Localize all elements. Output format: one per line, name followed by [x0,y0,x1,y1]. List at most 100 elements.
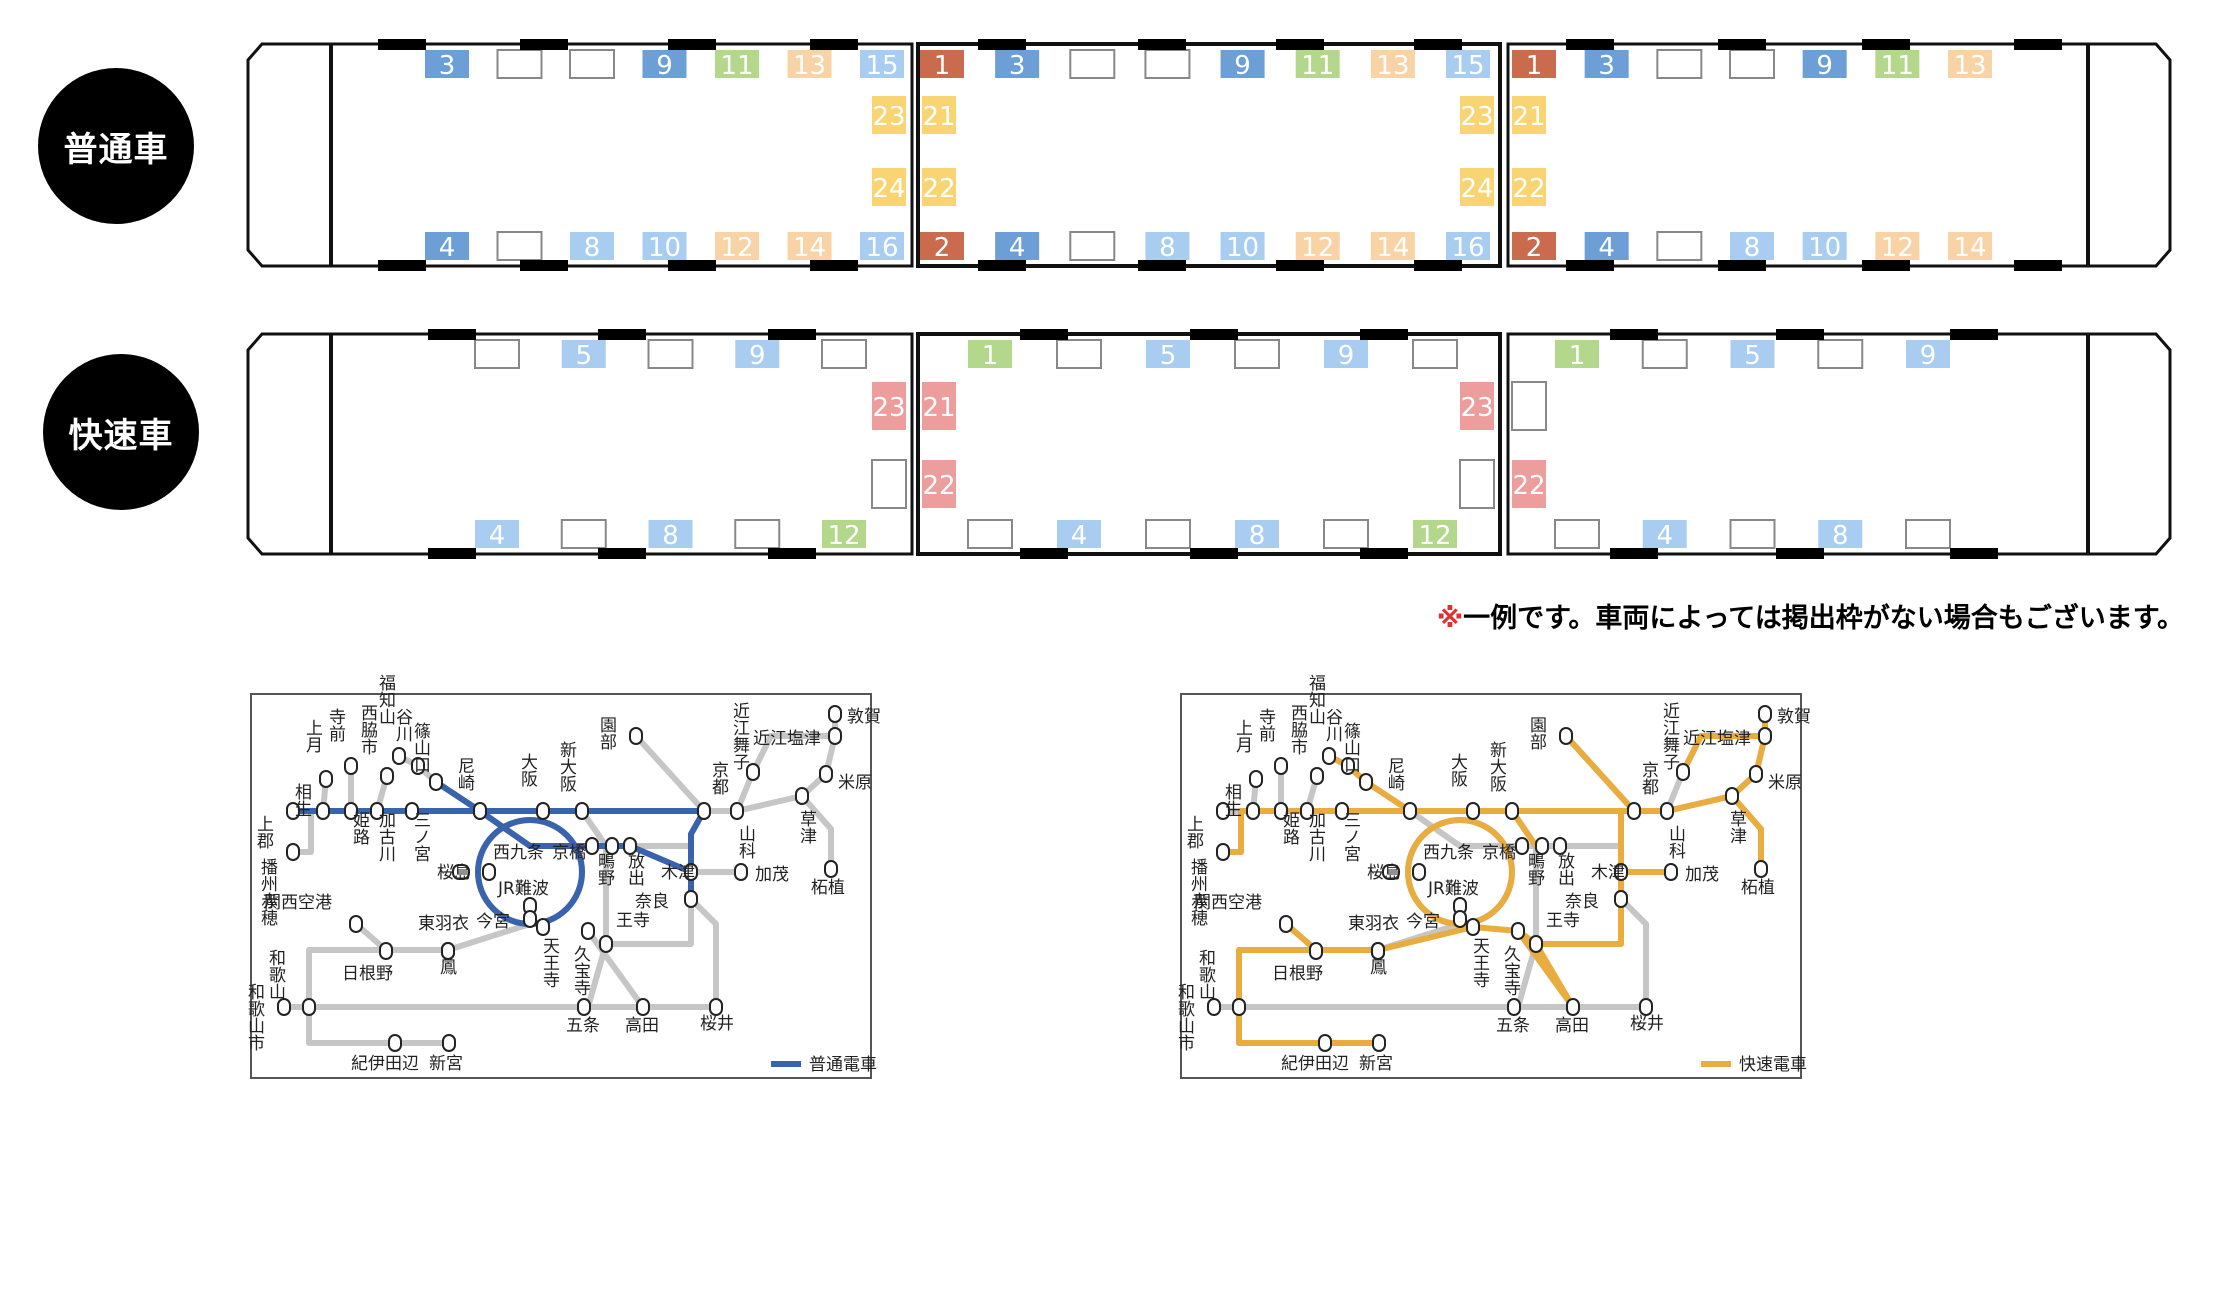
station-label: 尼崎 [1384,757,1405,791]
station-label: 高田 [625,1016,659,1036]
station-marker [1466,802,1480,820]
ad-slot-empty [871,459,907,509]
ad-slot [1818,520,1863,548]
station-marker [1529,935,1543,953]
station-marker [1232,998,1246,1016]
car-body [246,332,914,556]
station-marker [1511,922,1525,940]
station-label: 鳳 [1370,958,1387,978]
ad-slot [1584,50,1629,78]
station-marker [286,802,300,820]
ad-slot-number: 8 [1249,521,1266,551]
station-label: 東羽衣 [418,914,469,934]
station-label: 姫路 [1279,811,1300,845]
ad-slot-number: 8 [584,233,601,263]
door-marker [1610,329,1658,340]
ad-slot-number: 4 [439,233,456,263]
station-marker [1279,915,1293,933]
station-label: 相生 [1221,783,1242,817]
station-label: 日根野 [342,964,393,984]
station-label: 放出 [1554,852,1575,886]
station-marker [1216,802,1230,820]
door-marker [598,548,646,559]
station-label: 谷川 [392,708,413,742]
door-marker [1566,260,1614,271]
ad-slot-number: 3 [1009,51,1026,81]
door-marker [978,260,1026,271]
ad-slot-number: 21 [922,102,955,132]
station-label: 三ノ宮 [1340,811,1360,862]
ad-slot [1642,520,1687,548]
ad-slot [1446,50,1490,78]
station-marker [1382,864,1400,880]
ad-slot-number: 12 [827,521,860,551]
station-marker [1535,837,1549,855]
station-label: 今宮 [1406,912,1440,932]
ad-slot-number: 10 [648,233,681,263]
station-marker [828,705,842,723]
station-marker [1310,767,1324,785]
ad-slot [995,232,1040,260]
ad-slot-empty [1144,49,1191,79]
station-marker [730,802,744,820]
door-marker [978,39,1026,50]
station-label: 米原 [1768,773,1802,793]
station-label: 高田 [1555,1016,1589,1036]
ad-slot [561,340,606,368]
ad-slot [787,232,832,260]
station-label: 桜井 [700,1014,734,1034]
station-label: 和歌山 [265,949,286,1000]
ad-slot [822,520,866,548]
door-marker [1610,548,1658,559]
ad-slot [1512,50,1556,78]
station-label: 王寺 [1546,911,1580,931]
ad-slot [1584,232,1629,260]
station-label: 柘植 [811,878,845,898]
station-label: 久宝寺 [1500,945,1521,996]
station-marker [1341,757,1355,775]
ad-slot-number: 23 [872,102,905,132]
car-body [246,42,914,268]
ad-slot-empty [1511,381,1547,431]
door-marker [1190,329,1238,340]
station-label: 桜井 [1630,1014,1664,1034]
ad-slot [1220,232,1265,260]
station-label: 天王寺 [1469,937,1490,988]
station-label: 播州赤穂 [1187,858,1208,926]
ad-slot-number: 22 [1512,174,1545,204]
rail-line-rapid [1515,928,1576,1010]
station-label: 山科 [1665,825,1686,859]
ad-slot [922,96,956,134]
ad-slot-number: 9 [656,51,673,81]
door-marker [428,548,476,559]
ad-slot [1460,96,1494,134]
ad-slot-number: 1 [1526,51,1543,81]
door-marker [1190,548,1238,559]
station-label: 福知山 [1305,674,1326,725]
ad-slot [920,232,964,260]
ad-slot-number: 5 [575,341,592,371]
rail-line-gray [799,793,834,872]
ad-slot [642,232,687,260]
ad-slot [1730,232,1774,260]
ad-slot-empty [1234,339,1280,369]
ad-slot-number: 14 [1953,233,1986,263]
station-label: JR難波 [497,879,549,899]
door-marker [1414,39,1462,50]
ad-slot [1057,520,1101,548]
station-marker [302,998,316,1016]
car-body [916,42,1502,268]
ad-slot-number: 14 [1376,233,1409,263]
station-label: 草津 [1726,810,1747,844]
ad-slot-number: 22 [1512,471,1545,501]
station-marker [1403,802,1417,820]
station-marker [316,802,330,820]
station-marker [746,763,760,781]
station-label: 上月 [302,719,323,753]
station-label: 加茂 [755,865,789,885]
station-label: 鴫野 [594,852,615,886]
station-marker [1664,863,1678,881]
ad-slot [968,340,1012,368]
